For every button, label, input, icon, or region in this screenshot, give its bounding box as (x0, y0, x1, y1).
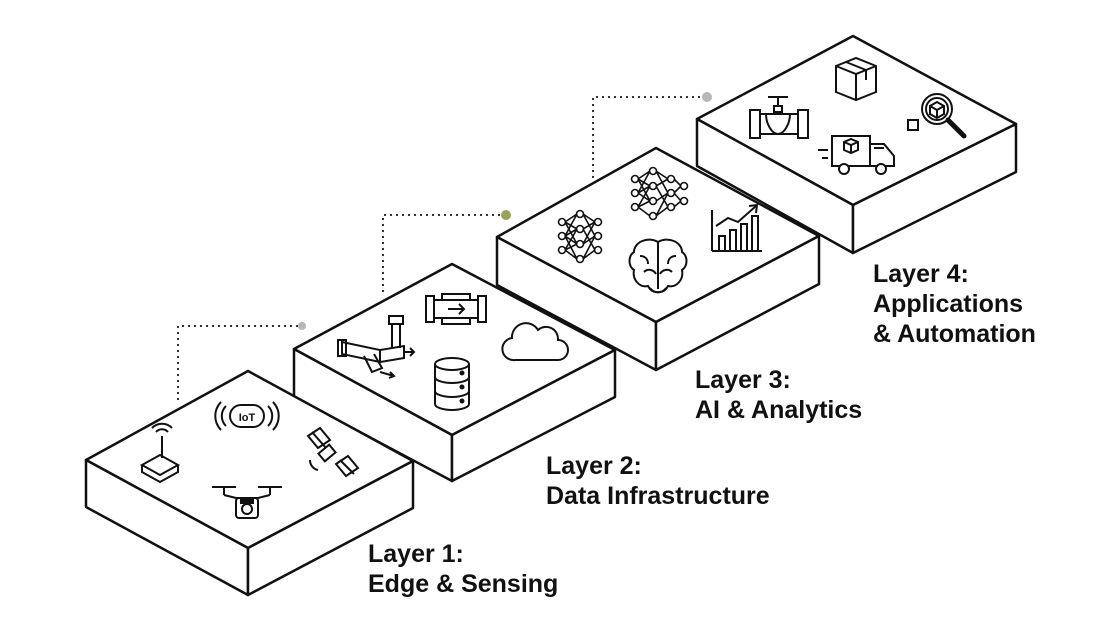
layer-3-right-face (654, 234, 821, 372)
layer-4-label-line1: Layer 4: (873, 260, 969, 288)
connector-dot (501, 210, 511, 220)
router-icon (139, 422, 181, 484)
database-icon (434, 357, 470, 411)
layer-3-label-line1: Layer 3: (695, 366, 791, 394)
inspect-magnifier-icon (907, 93, 967, 139)
layer-4-label: Layer 4: Applications & Automation (873, 259, 1036, 349)
layer-2-block (292, 262, 617, 483)
iot-text: IoT (239, 412, 256, 424)
layer-2-label: Layer 2: Data Infrastructure (546, 451, 770, 511)
connectors (177, 96, 706, 400)
connector-2-3 (382, 214, 505, 292)
layer-4-block (695, 34, 1018, 255)
layer-3-label-line2: AI & Analytics (695, 396, 863, 424)
layer-2-label-line1: Layer 2: (546, 452, 642, 480)
iot-signal-icon: IoT (214, 401, 280, 431)
drone-icon (212, 486, 282, 519)
cloud-icon (501, 322, 569, 362)
layer-1-block (84, 369, 415, 597)
package-box-icon (835, 56, 877, 102)
layer-3-label: Layer 3: AI & Analytics (695, 365, 862, 425)
neural-network-icon (557, 209, 603, 264)
layer-1-right-face (246, 459, 415, 597)
layer-4-right-face (851, 122, 1018, 255)
connector-dot (298, 322, 306, 330)
layer-3-block (495, 146, 821, 372)
layer-1-label: Layer 1: Edge & Sensing (368, 539, 558, 599)
layer-4-label-line3: & Automation (873, 320, 1036, 348)
pipe-valve-icon (337, 315, 416, 379)
pipe-flow-icon (425, 293, 487, 325)
growth-chart-icon (711, 203, 762, 252)
connector-1-2 (177, 325, 300, 400)
layer-4-label-line2: Applications (873, 290, 1024, 318)
layer-2-right-face (450, 348, 617, 483)
delivery-truck-icon (818, 135, 895, 175)
neural-network-icon (630, 166, 689, 221)
brain-icon (628, 238, 688, 294)
layer-1-label-line1: Layer 1: (368, 540, 464, 568)
connector-3-4 (592, 96, 706, 178)
connector-dot (702, 92, 712, 102)
layer-1-label-line2: Edge & Sensing (368, 570, 559, 598)
valve-icon (749, 96, 809, 139)
layer-2-label-line2: Data Infrastructure (546, 482, 770, 510)
satellite-icon (306, 426, 360, 478)
